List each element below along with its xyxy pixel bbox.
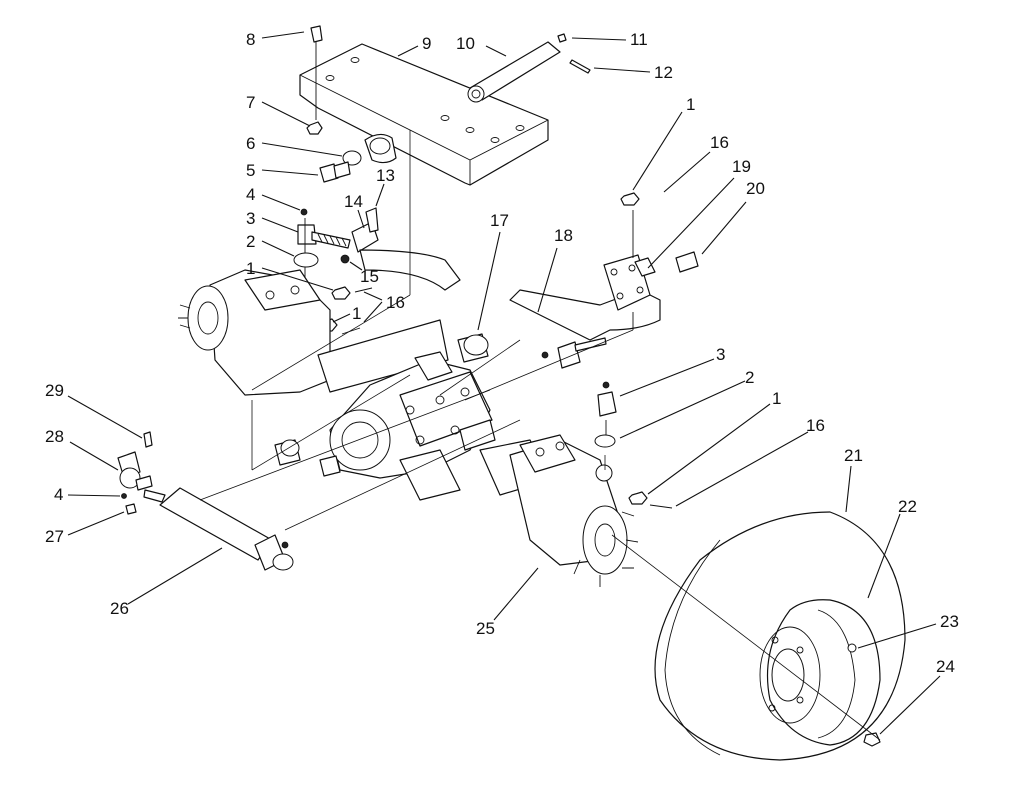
callout-28: 28 (45, 427, 64, 446)
grease-fitting-part (557, 33, 567, 43)
callout-10: 10 (456, 34, 475, 53)
callout-8: 8 (246, 30, 255, 49)
castle-nut-part (620, 192, 640, 206)
differential-housing-part (319, 351, 496, 501)
mounting-plate-part (603, 210, 656, 330)
nut-part (306, 121, 323, 135)
callout-labels: 8 9 10 11 12 7 6 5 13 4 14 3 2 1 15 16 1… (45, 30, 959, 676)
mounting-bracket-part (299, 43, 549, 186)
tire-wheel-assembly (654, 511, 906, 761)
right-axle-hub-assembly (479, 434, 639, 587)
callout-3: 3 (246, 209, 255, 228)
callout-1: 1 (246, 259, 255, 278)
steering-arm-clamp (340, 207, 379, 264)
callout-16: 16 (806, 416, 825, 435)
callout-18: 18 (554, 226, 573, 245)
callout-23: 23 (940, 612, 959, 631)
assembly-alignment-lines (199, 130, 881, 741)
callout-11: 11 (630, 30, 648, 49)
callout-21: 21 (844, 446, 863, 465)
callout-16: 16 (710, 133, 729, 152)
callout-12: 12 (654, 63, 673, 82)
callout-13: 13 (376, 166, 395, 185)
callout-20: 20 (746, 179, 765, 198)
callout-5: 5 (246, 161, 255, 180)
callout-15: 15 (360, 267, 379, 286)
castle-nut-part (628, 491, 648, 505)
dust-boot-part (293, 252, 319, 268)
callout-27: 27 (45, 527, 64, 546)
bolt-part (675, 251, 699, 273)
callout-26: 26 (110, 599, 129, 618)
callout-24: 24 (936, 657, 955, 676)
pivot-tube-part (467, 41, 561, 103)
steering-clamp-lower (541, 337, 607, 369)
dust-boot-part (594, 434, 616, 448)
castle-nut-part (331, 286, 351, 300)
callout-14: 14 (344, 192, 363, 211)
callout-6: 6 (246, 134, 255, 153)
callout-16: 16 (386, 293, 405, 312)
left-axle-hub-assembly (178, 269, 449, 396)
callout-2: 2 (246, 232, 255, 251)
washer-part (342, 150, 362, 166)
roll-pin-part (569, 59, 591, 74)
tie-rod-end-left (117, 431, 153, 515)
callout-17: 17 (490, 211, 509, 230)
callout-2: 2 (745, 368, 754, 387)
callout-7: 7 (246, 93, 255, 112)
bolt-part (310, 25, 323, 120)
lug-nut-part (863, 732, 881, 747)
callout-29: 29 (45, 381, 64, 400)
callout-4: 4 (54, 485, 63, 504)
bolt-part (319, 161, 351, 183)
callout-1: 1 (352, 304, 361, 323)
tie-rod-end-right (597, 381, 617, 436)
callout-1: 1 (686, 95, 695, 114)
bushing-part (457, 333, 489, 363)
callout-9: 9 (422, 34, 431, 53)
steering-cylinder-part (143, 487, 294, 571)
callout-4: 4 (246, 185, 255, 204)
callout-22: 22 (898, 497, 917, 516)
callout-25: 25 (476, 619, 495, 638)
callout-3: 3 (716, 345, 725, 364)
leader-lines (67, 31, 941, 735)
callout-19: 19 (732, 157, 751, 176)
callout-1: 1 (772, 389, 781, 408)
